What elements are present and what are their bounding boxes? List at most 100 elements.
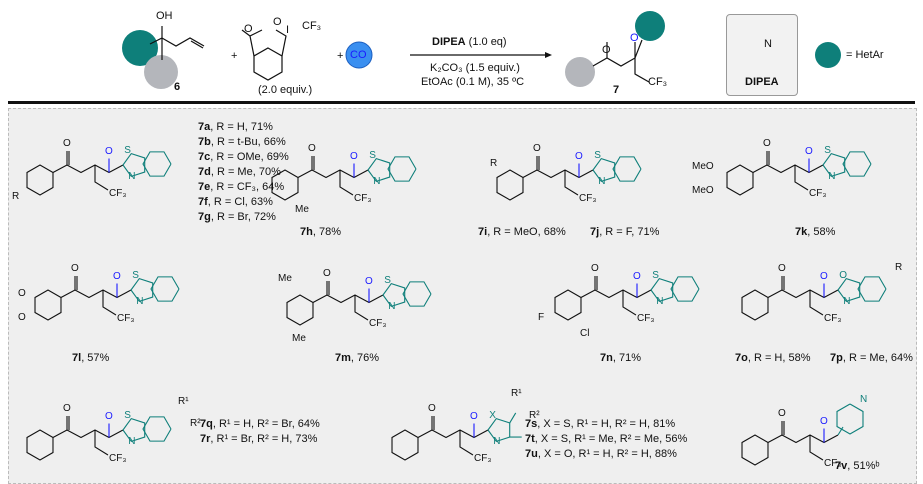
togni-equiv: (2.0 equiv.)	[258, 84, 313, 96]
plus-sign: +	[231, 50, 238, 62]
bond	[312, 294, 384, 304]
hetar-legend-circle	[815, 42, 841, 68]
compound-caption-7e: 7e, R = CF₃, 64%	[198, 181, 284, 193]
carbonyl-o: O	[365, 275, 373, 287]
bond	[94, 165, 109, 191]
cf3-label: CF₃	[824, 458, 842, 469]
substituent-label: O	[18, 288, 26, 299]
cf3-label: CF₃	[579, 193, 597, 204]
dipea-box	[726, 14, 798, 96]
benzo-ring	[857, 276, 887, 302]
bond	[509, 412, 517, 424]
azole-ring	[130, 277, 154, 303]
azole-n: N	[388, 301, 396, 313]
substituent-label: MeO	[692, 161, 714, 172]
compound-id: 7o	[735, 352, 748, 364]
dipea-n: N	[764, 38, 772, 50]
compound-yield: , R = H, 58%	[747, 352, 811, 364]
compound-caption-7p: 7p, R = Me, 64%	[830, 352, 913, 364]
compound-caption-7u: 7u, X = O, R¹ = H, R² = H, 88%	[525, 448, 677, 460]
substituent-label: F	[538, 312, 545, 323]
compound-caption-7r: 7r, R¹ = Br, R² = H, 73%	[200, 433, 317, 445]
ketone-o: O	[308, 143, 316, 154]
azole-heteroatom: S	[132, 269, 139, 281]
compound-caption-7q: 7q, R¹ = H, R² = Br, 64%	[200, 418, 320, 430]
ketone-o: O	[323, 268, 331, 279]
benzene-ring	[741, 434, 769, 466]
compound-caption-7g: 7g, R = Br, 72%	[198, 211, 276, 223]
azole-ring	[122, 152, 146, 178]
compound-yield: , X = O, R¹ = H, R² = H, 88%	[537, 448, 677, 460]
substituent-label: R²	[190, 418, 201, 429]
cf3-label: CF₃	[109, 453, 127, 464]
azole-ring	[382, 282, 406, 308]
substituent-label: R¹	[511, 388, 522, 399]
azole-n: N	[128, 171, 136, 183]
azole-ring	[837, 277, 861, 303]
bond	[60, 289, 132, 299]
azole-ring	[122, 417, 146, 443]
togni-o-ring: O	[273, 16, 282, 28]
compound-yield: , R = Me, 64%	[842, 352, 913, 364]
reagent-dipea-eq: (1.0 eq)	[465, 36, 507, 48]
carbonyl-o: O	[105, 410, 113, 422]
carbonyl-o: O	[820, 270, 828, 282]
compound-yield: , 51%ᵇ	[847, 460, 880, 472]
compound-yield: , R = MeO, 68%	[487, 226, 566, 238]
bond	[52, 429, 124, 439]
compound-caption-7l: 7l, 57%	[72, 352, 109, 364]
azole-n: N	[843, 296, 851, 308]
compound-yield: , R = F, 71%	[599, 226, 660, 238]
cf3-label: CF₃	[637, 313, 655, 324]
bond	[752, 164, 824, 174]
substituent-label: Me	[295, 204, 309, 215]
benzene-ring	[391, 429, 419, 461]
azole-heteroatom: S	[369, 149, 376, 161]
azole-n: N	[128, 436, 136, 448]
benzene-ring	[34, 289, 62, 321]
benzene-ring	[286, 294, 314, 326]
carbonyl-o: O	[633, 270, 641, 282]
ketone-o: O	[763, 138, 771, 149]
togni-cf3: CF₃	[302, 20, 322, 32]
azole-heteroatom: S	[124, 144, 131, 156]
compound-caption-7m: 7m, 76%	[335, 352, 379, 364]
carbonyl-o: O	[820, 415, 828, 427]
compound-yield: , R = Br, 72%	[210, 211, 276, 223]
togni-o: O	[244, 23, 253, 35]
benzene-ring	[271, 169, 299, 201]
compound-id: 7r	[200, 433, 211, 445]
bond	[767, 434, 839, 444]
compound-id: 7e	[198, 181, 211, 193]
bond	[809, 435, 824, 461]
compound-id: 7d	[198, 166, 211, 178]
cf3-label: CF₃	[369, 318, 387, 329]
compound-yield: , R = H, 71%	[210, 121, 273, 133]
azole-n: N	[373, 176, 381, 188]
benzo-ring	[842, 151, 872, 177]
compound-id: 7m	[335, 352, 351, 364]
compound-id: 7g	[198, 211, 211, 223]
benzo-ring	[387, 156, 417, 182]
compound-caption-7t: 7t, X = S, R¹ = Me, R² = Me, 56%	[525, 433, 687, 445]
compound-caption-7j: 7j, R = F, 71%	[590, 226, 659, 238]
substituent-label: Cl	[580, 328, 590, 339]
carbonyl-o: O	[350, 150, 358, 162]
azole-n: N	[828, 171, 836, 183]
carbonyl-o: O	[805, 145, 813, 157]
compound-id: 7j	[590, 226, 600, 238]
hetar-circle	[122, 30, 158, 66]
azole-heteroatom: X	[489, 409, 496, 421]
benzene-ring	[726, 164, 754, 196]
azole-ring	[592, 157, 616, 183]
condition-solvent: EtOAc (0.1 M), 35 ºC	[421, 76, 525, 88]
compound-yield: , X = S, R¹ = H, R² = H, 81%	[537, 418, 676, 430]
ketone-o: O	[591, 263, 599, 274]
benzo-ring	[670, 276, 700, 302]
product-label: 7	[613, 84, 620, 96]
dipea-label: DIPEA	[745, 76, 779, 88]
compound-yield: , R = Cl, 63%	[207, 196, 273, 208]
benzo-ring	[142, 416, 172, 442]
